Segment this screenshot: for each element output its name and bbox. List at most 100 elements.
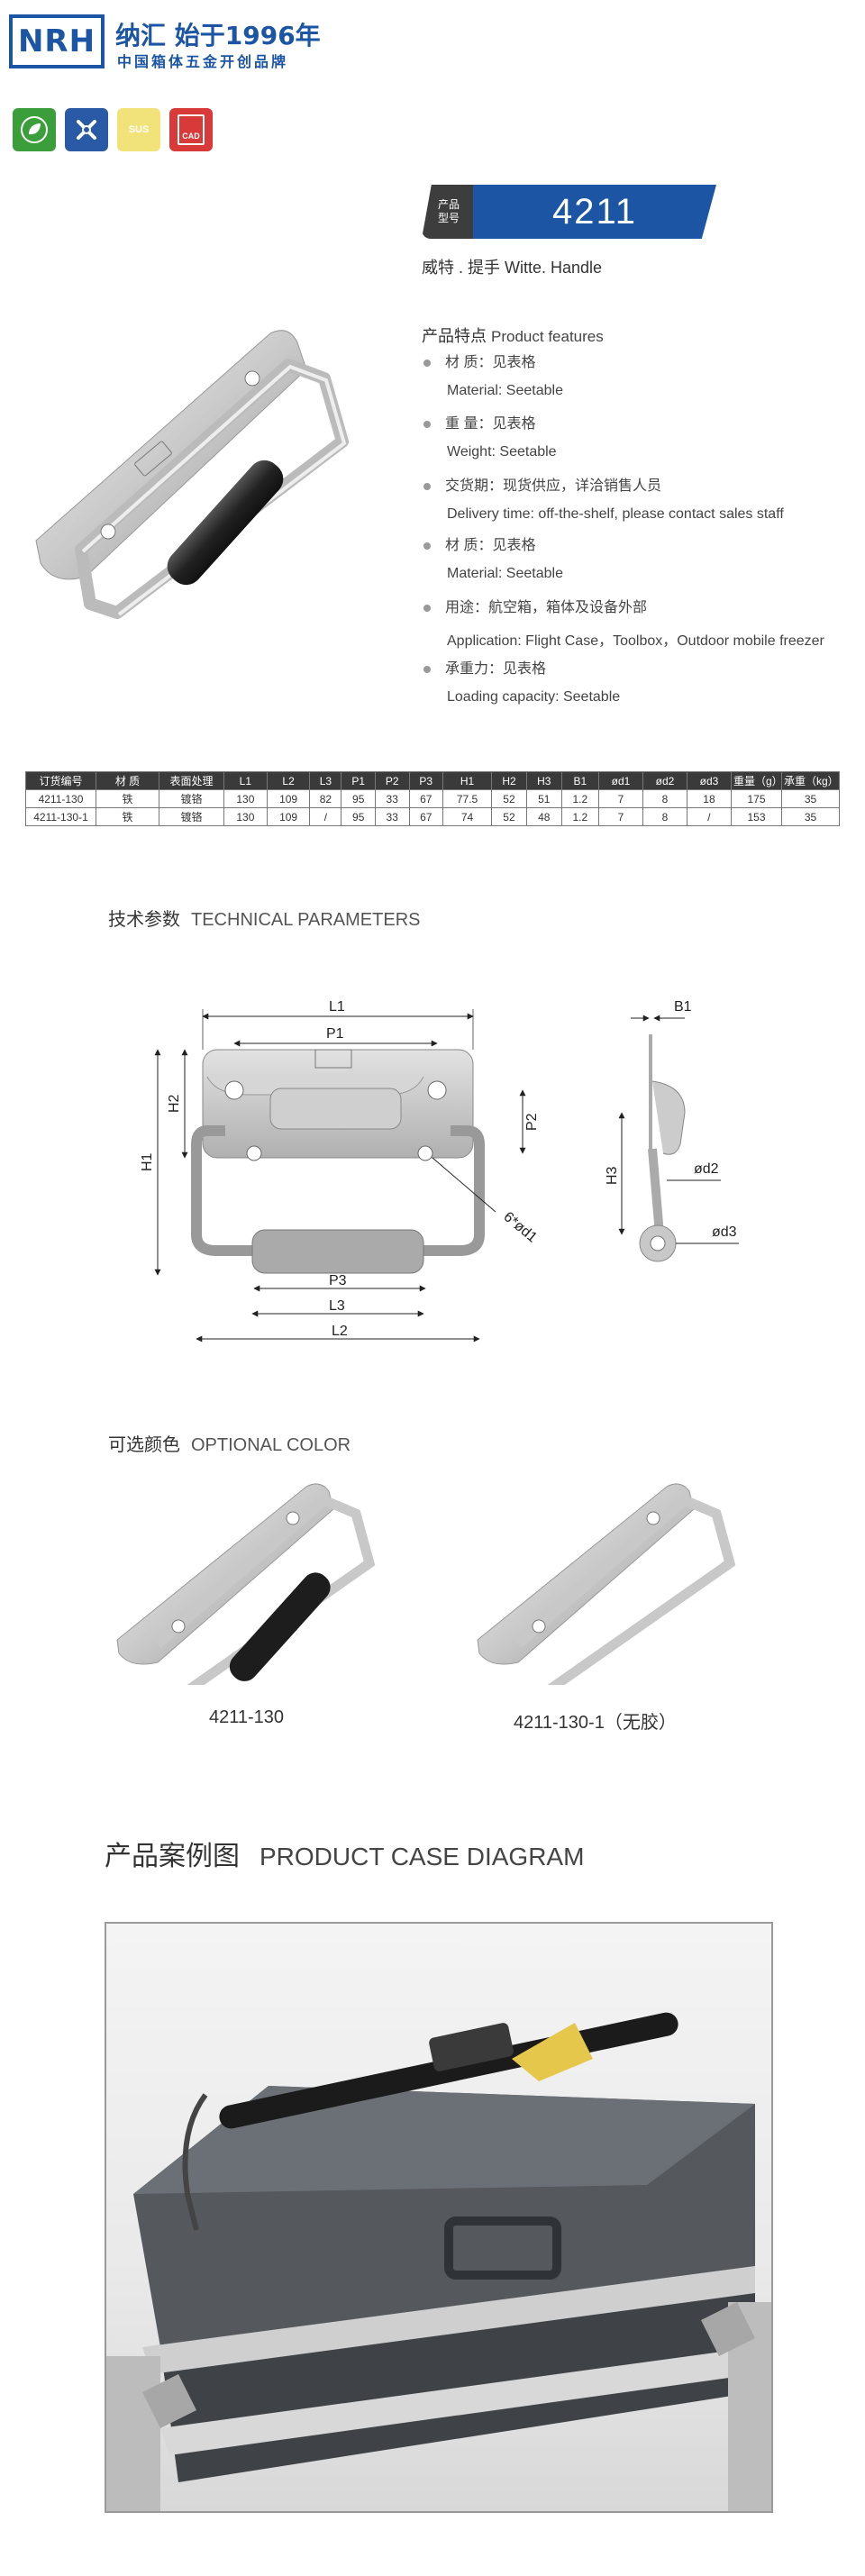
feature-item-en: Delivery time: off-the-shelf, please con… — [447, 506, 784, 522]
table-cell: / — [309, 807, 342, 826]
col-header: P1 — [341, 771, 376, 790]
sus-badge: SUS — [117, 108, 160, 151]
table-cell: 130 — [223, 789, 268, 808]
table-cell: 52 — [491, 789, 527, 808]
col-header: B1 — [560, 771, 600, 790]
bullet-icon — [423, 359, 431, 367]
table-header-row: 订货编号 材 质 表面处理 L1 L2 L3 P1 P2 P3 H1 H2 H3… — [25, 771, 840, 790]
col-header: 表面处理 — [159, 771, 224, 790]
col-header: L3 — [309, 771, 342, 790]
case-photo — [105, 1922, 773, 2513]
table-cell: 175 — [731, 789, 782, 808]
dim-label-L3: L3 — [329, 1298, 345, 1314]
eco-icon — [13, 108, 56, 151]
col-header: ød2 — [642, 771, 687, 790]
feature-item-en: Weight: Seetable — [447, 444, 557, 460]
table-cell: 33 — [374, 789, 410, 808]
table-cell: 74 — [442, 807, 493, 826]
col-header: H3 — [525, 771, 562, 790]
col-header: 订货编号 — [25, 771, 96, 790]
col-header: ød1 — [598, 771, 643, 790]
feature-item: 用途：航空箱，箱体及设备外部 — [423, 595, 647, 622]
table-cell: 镀铬 — [159, 807, 224, 826]
color-option-image-rubber — [116, 1483, 376, 1685]
dim-label-H3: H3 — [605, 1166, 620, 1185]
col-header: P2 — [374, 771, 410, 790]
brand-slogan: 纳汇 始于1996年 — [115, 21, 321, 50]
feature-item-en: Material: Seetable — [447, 566, 563, 581]
dim-label-d1: 6*ød1 — [500, 1209, 540, 1246]
dim-label-P3: P3 — [329, 1273, 347, 1288]
product-hero-image — [35, 330, 349, 619]
feature-item: 重 量：见表格 — [423, 411, 535, 438]
table-cell: 18 — [686, 789, 733, 808]
dim-label-P2: P2 — [524, 1113, 540, 1131]
bullet-icon — [423, 665, 431, 673]
brand-tagline: 中国箱体五金开创品牌 — [117, 53, 289, 70]
table-cell: 67 — [408, 807, 444, 826]
feature-item: 承重力：见表格 — [423, 656, 546, 683]
table-cell: 35 — [781, 789, 840, 808]
dim-label-d3: ød3 — [712, 1224, 737, 1240]
table-cell: 铁 — [96, 789, 159, 808]
col-header: L1 — [223, 771, 268, 790]
features-title: 产品特点 Product features — [422, 327, 604, 345]
table-cell: 153 — [731, 807, 782, 826]
dim-label-P1: P1 — [326, 1026, 344, 1042]
dim-label-d2: ød2 — [694, 1161, 719, 1177]
table-cell: 镀铬 — [159, 789, 224, 808]
col-header: L2 — [266, 771, 311, 790]
model-number: 4211 — [473, 185, 716, 239]
dim-label-H2: H2 — [167, 1094, 182, 1113]
brand-logo: NRH — [9, 14, 105, 68]
bullet-icon — [423, 542, 431, 550]
table-cell: 67 — [408, 789, 444, 808]
col-header: P3 — [408, 771, 444, 790]
cad-file-icon: CAD — [178, 114, 205, 145]
col-header: H1 — [442, 771, 493, 790]
table-cell: 109 — [266, 807, 311, 826]
dim-label-L2: L2 — [332, 1324, 348, 1339]
table-row: 4211-130-1 铁 镀铬 130 109 / 95 33 67 74 52… — [25, 807, 840, 826]
col-header: 承重（kg） — [781, 771, 840, 790]
table-cell: 95 — [341, 807, 376, 826]
model-label: 产品型号 — [422, 185, 476, 239]
feature-item-en: Loading capacity: Seetable — [447, 689, 621, 705]
table-cell: 8 — [642, 789, 687, 808]
spec-table: 订货编号 材 质 表面处理 L1 L2 L3 P1 P2 P3 H1 H2 H3… — [25, 771, 840, 826]
feature-item: 材 质：见表格 — [423, 350, 535, 377]
cad-badge: CAD — [169, 108, 213, 151]
feature-item: 交货期：现货供应，详洽销售人员 — [423, 473, 661, 500]
dim-label-H1: H1 — [140, 1152, 155, 1171]
feature-item-en: Application: Flight Case，Toolbox，Outdoor… — [447, 633, 824, 649]
bullet-icon — [423, 604, 431, 612]
table-cell: 1.2 — [560, 807, 600, 826]
color-option-image-plain — [477, 1483, 736, 1685]
table-cell: 1.2 — [560, 789, 600, 808]
dim-label-B1: B1 — [674, 999, 692, 1015]
table-cell: 130 — [223, 807, 268, 826]
table-cell: 82 — [309, 789, 342, 808]
bullet-icon — [423, 482, 431, 490]
table-cell: 4211-130 — [25, 789, 96, 808]
col-header: H2 — [491, 771, 527, 790]
table-cell: 77.5 — [442, 789, 493, 808]
tools-icon — [65, 108, 108, 151]
table-cell: 8 — [642, 807, 687, 826]
table-cell: 33 — [374, 807, 410, 826]
col-header: 重量（g） — [731, 771, 783, 790]
table-cell: 109 — [266, 789, 311, 808]
col-header: ød3 — [686, 771, 733, 790]
table-cell: 51 — [525, 789, 562, 808]
table-cell: 7 — [598, 789, 643, 808]
color-option-label: 4211-130 — [209, 1707, 285, 1727]
table-cell: 7 — [598, 807, 643, 826]
feature-item-en: Material: Seetable — [447, 383, 563, 398]
table-cell: 铁 — [96, 807, 159, 826]
table-cell: 95 — [341, 789, 376, 808]
case-photo-illustration — [106, 2012, 771, 2511]
technical-drawing: L1 P1 H1 H2 P2 P3 L3 L2 6*ød1 B1 H3 ød2 … — [140, 999, 739, 1343]
